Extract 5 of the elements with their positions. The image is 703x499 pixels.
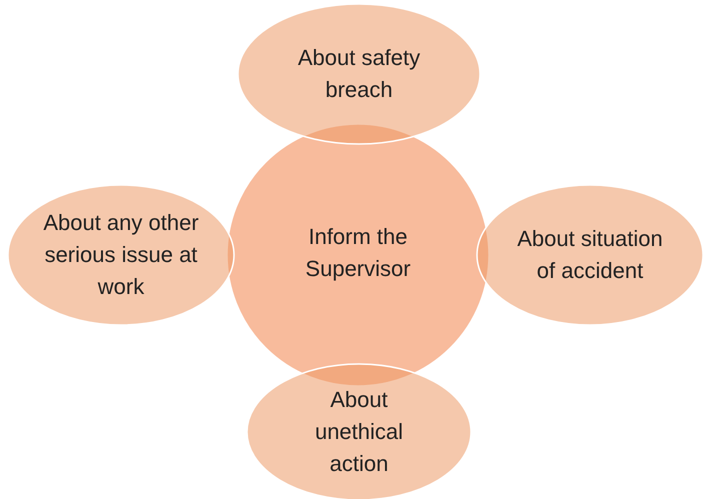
node-label: About any other serious issue at work: [42, 209, 200, 301]
node-label: About safety breach: [296, 44, 422, 104]
node-label: Inform the Supervisor: [304, 223, 412, 283]
node-label: About unethical action: [314, 386, 404, 478]
node-label: About situation of accident: [516, 225, 664, 285]
